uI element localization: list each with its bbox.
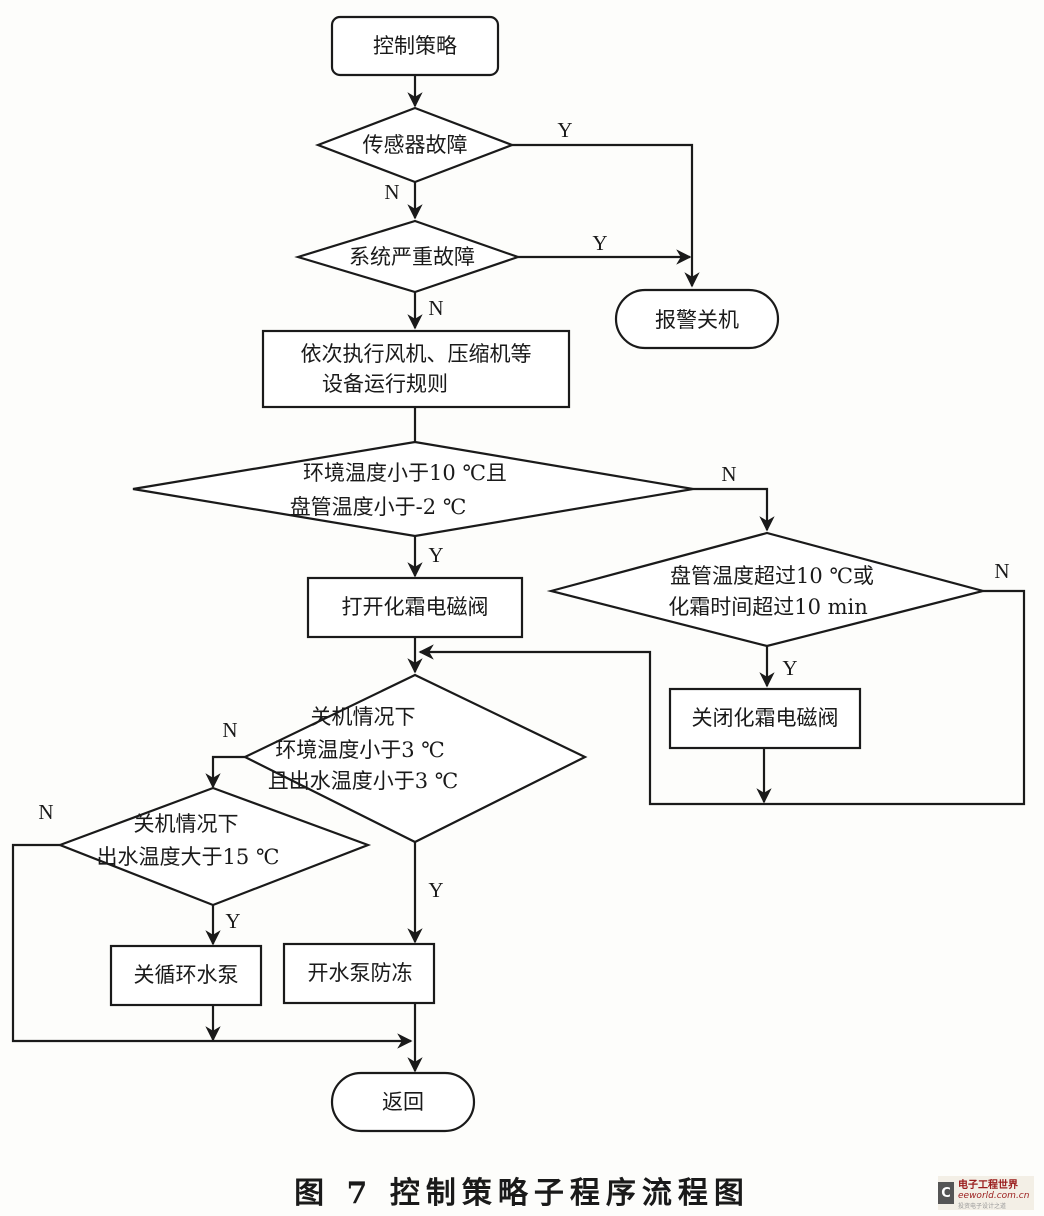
node-run-rules-label-1: 依次执行风机、压缩机等 bbox=[301, 342, 532, 366]
edge-antifreeze-no bbox=[205, 755, 245, 789]
node-close-valve-label: 关闭化霜电磁阀 bbox=[692, 706, 839, 730]
edge-label-serious-fault-no: N bbox=[428, 296, 443, 320]
node-defrost-end-check-label-1: 盘管温度超过10 ℃或 bbox=[670, 564, 874, 588]
edge-sensor-fault-yes bbox=[512, 143, 700, 288]
node-alarm-shutdown: 报警关机 bbox=[614, 288, 780, 350]
edge-label-defrost-end-no: N bbox=[994, 559, 1009, 583]
node-alarm-shutdown-label: 报警关机 bbox=[655, 308, 739, 332]
node-pump-off-check: 关机情况下 出水温度大于15 ℃ bbox=[56, 786, 372, 907]
node-antifreeze-check-label-1: 关机情况下 bbox=[311, 705, 416, 729]
figure-caption: 图 7 控制策略子程序流程图 bbox=[294, 1176, 750, 1211]
node-defrost-check-label-2: 盘管温度小于-2 ℃ bbox=[290, 495, 467, 519]
edge-label-sensor-fault-yes: Y bbox=[557, 118, 572, 142]
node-return-label: 返回 bbox=[382, 1090, 424, 1114]
edge-label-sensor-fault-no: N bbox=[384, 180, 399, 204]
node-run-rules: 依次执行风机、压缩机等 设备运行规则 bbox=[261, 329, 571, 409]
node-sensor-fault-label: 传感器故障 bbox=[363, 133, 468, 157]
edges bbox=[11, 75, 1026, 1073]
edge-label-pump-off-yes: Y bbox=[225, 909, 240, 933]
node-stop-pump-label: 关循环水泵 bbox=[134, 963, 239, 987]
eeworld-c-logo-icon: C bbox=[938, 1182, 954, 1204]
node-antifreeze-check-label-2: 环境温度小于3 ℃ bbox=[275, 738, 445, 762]
edge-label-defrost-check-yes: Y bbox=[428, 543, 443, 567]
edge-label-antifreeze-no: N bbox=[222, 718, 237, 742]
node-serious-fault: 系统严重故障 bbox=[294, 219, 522, 294]
node-open-valve-label: 打开化霜电磁阀 bbox=[342, 595, 489, 619]
edge-label-pump-off-no: N bbox=[38, 800, 53, 824]
edge-defrost-check-no bbox=[693, 487, 775, 532]
edge-pump-off-no bbox=[11, 843, 413, 1049]
edge-label-antifreeze-yes: Y bbox=[428, 878, 443, 902]
node-antifreeze-check-label-3: 且出水温度小于3 ℃ bbox=[268, 769, 459, 793]
node-antifreeze-check: 关机情况下 环境温度小于3 ℃ 且出水温度小于3 ℃ bbox=[242, 673, 588, 844]
watermark-logo: C 电子工程世界 eeworld.com.cn 投资电子设计之道 bbox=[938, 1176, 1034, 1210]
edge-defrost-end-no bbox=[418, 589, 1026, 806]
watermark-tagline: 投资电子设计之道 bbox=[958, 1203, 1007, 1210]
node-open-valve: 打开化霜电磁阀 bbox=[306, 576, 524, 639]
node-pump-antifreeze: 开水泵防冻 bbox=[282, 942, 436, 1005]
edge-label-defrost-end-yes: Y bbox=[782, 656, 797, 680]
node-start-label: 控制策略 bbox=[373, 34, 457, 58]
node-start: 控制策略 bbox=[330, 15, 500, 77]
node-run-rules-label-2: 设备运行规则 bbox=[322, 372, 448, 396]
node-sensor-fault: 传感器故障 bbox=[314, 106, 516, 184]
node-stop-pump: 关循环水泵 bbox=[109, 944, 263, 1007]
node-defrost-end-check-label-2: 化霜时间超过10 min bbox=[668, 595, 868, 619]
node-pump-antifreeze-label: 开水泵防冻 bbox=[308, 961, 413, 985]
watermark-domain: eeworld.com.cn bbox=[958, 1191, 1030, 1201]
edge-label-defrost-check-no: N bbox=[721, 462, 736, 486]
node-return: 返回 bbox=[330, 1071, 476, 1133]
edge-labels: Y N Y N Y N Y N Y N Y N bbox=[38, 118, 1009, 933]
node-defrost-check-label-1: 环境温度小于10 ℃且 bbox=[303, 461, 507, 485]
node-defrost-check: 环境温度小于10 ℃且 盘管温度小于-2 ℃ bbox=[132, 440, 694, 538]
node-pump-off-check-label-1: 关机情况下 bbox=[134, 812, 239, 836]
node-defrost-end-check: 盘管温度超过10 ℃或 化霜时间超过10 min bbox=[546, 531, 988, 648]
node-serious-fault-label: 系统严重故障 bbox=[349, 245, 475, 269]
edge-label-serious-fault-yes: Y bbox=[592, 231, 607, 255]
node-pump-off-check-label-2: 出水温度大于15 ℃ bbox=[97, 845, 280, 869]
node-close-valve: 关闭化霜电磁阀 bbox=[668, 687, 862, 750]
watermark-name: 电子工程世界 bbox=[958, 1180, 1018, 1191]
